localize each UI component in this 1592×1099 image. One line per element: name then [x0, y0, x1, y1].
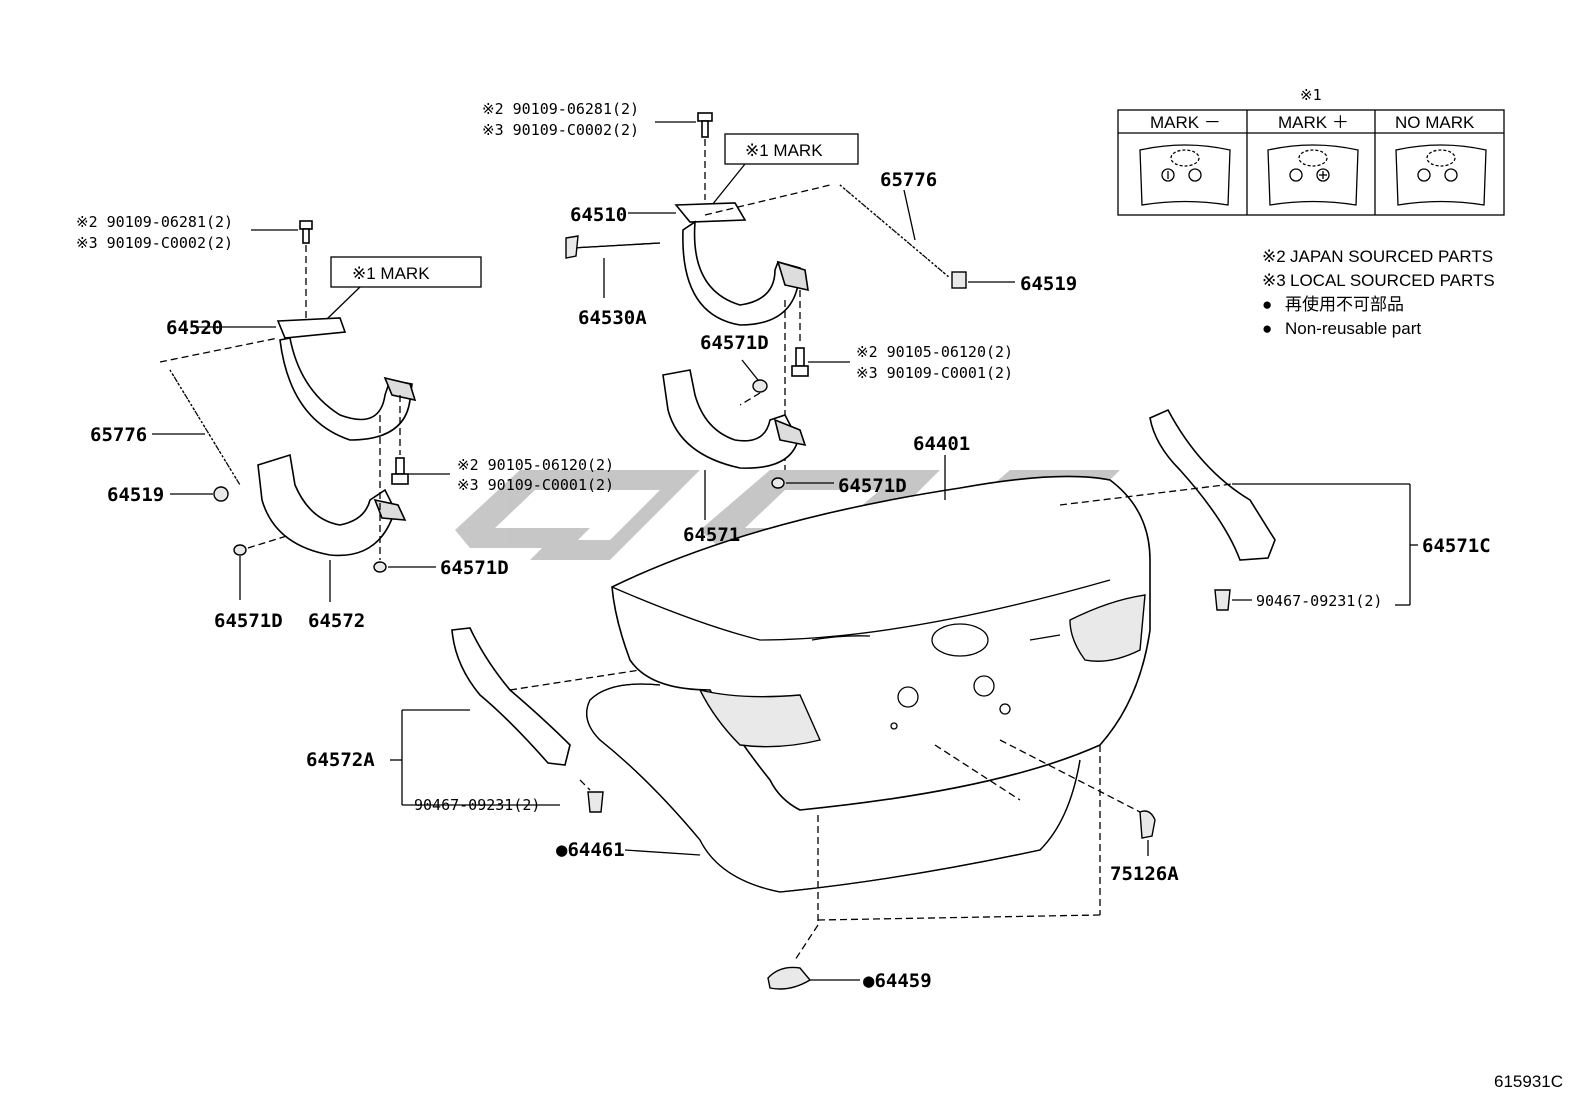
bracket-64571 [662, 369, 807, 469]
clip-icon [1214, 589, 1231, 611]
label-bolt-mid-left-local: ※3 90109-C0001(2) [457, 476, 614, 494]
mark-legend-table: ※1 MARK － MARK ＋ NO MARK [1117, 86, 1505, 216]
trunk-lid-64401 [611, 455, 1151, 811]
label-64572: 64572 [308, 610, 365, 632]
label-clip-left: 90467-09231(2) [414, 796, 540, 814]
garnish-64572A [390, 627, 641, 813]
clip-icon [233, 544, 247, 556]
legend-col-minus: MARK － [1150, 113, 1221, 132]
label-bolt-top-japan: ※2 90109-06281(2) [482, 100, 639, 118]
label-64519-right: 64519 [1020, 273, 1077, 295]
label-64572A: 64572A [306, 749, 375, 771]
label-64571: 64571 [683, 524, 740, 546]
bracket-64572 [257, 453, 407, 557]
figure-id: 615931C [1494, 1072, 1563, 1091]
clip-icon [771, 477, 785, 489]
spring-65776-right [839, 184, 951, 279]
note-nonreuse-jp-mark: ● [1262, 295, 1272, 314]
legend-col-none: NO MARK [1395, 113, 1475, 132]
weatherstrip-64461 [586, 683, 1081, 893]
label-bolt-top-local: ※3 90109-C0002(2) [482, 121, 639, 139]
label-64571D-a: 64571D [214, 610, 283, 632]
nut-icon [213, 486, 229, 502]
clip-icon [373, 561, 387, 573]
mark-box-center-label: ※1 MARK [745, 141, 823, 160]
label-64571D-c: 64571D [700, 332, 769, 354]
bumper-75126A [999, 739, 1156, 856]
clip-icon [752, 379, 768, 393]
nut-icon [951, 271, 967, 289]
legend-notes: ※2 JAPAN SOURCED PARTS ※3 LOCAL SOURCED … [1262, 247, 1495, 338]
label-64461: ●64461 [556, 839, 625, 861]
spring-65776-left [169, 369, 241, 486]
label-65776-right: 65776 [880, 169, 937, 191]
label-64571D-d: 64571D [838, 475, 907, 497]
legend-note-ref: ※1 [1300, 86, 1322, 104]
label-64459: ●64459 [863, 970, 932, 992]
note-local-mark: ※3 [1262, 271, 1286, 290]
mark-plus-icon [1267, 144, 1359, 206]
label-64510: 64510 [570, 204, 627, 226]
note-local-text: LOCAL SOURCED PARTS [1290, 271, 1495, 290]
mark-box-left-label: ※1 MARK [352, 264, 430, 283]
label-bolt-left-japan: ※2 90109-06281(2) [76, 213, 233, 231]
mark-box-center [724, 133, 859, 165]
mark-box-left [330, 256, 482, 288]
label-75126A: 75126A [1110, 863, 1179, 885]
part-labels: ※2 90109-06281(2) ※3 90109-C0002(2) 6452… [76, 100, 1563, 1091]
mark-minus-icon [1139, 144, 1231, 206]
grommet-64459 [767, 966, 860, 990]
note-nonreuse-en-text: Non-reusable part [1285, 319, 1421, 338]
label-64519-left: 64519 [107, 484, 164, 506]
bolt-icon [697, 112, 713, 138]
label-64571D-b: 64571D [440, 557, 509, 579]
label-clip-right: 90467-09231(2) [1256, 592, 1382, 610]
label-64571C: 64571C [1422, 535, 1491, 557]
label-64520: 64520 [166, 317, 223, 339]
note-japan-text: JAPAN SOURCED PARTS [1290, 247, 1493, 266]
bolt-icon [391, 457, 409, 485]
hinge-arm-64510 [674, 202, 809, 326]
note-japan-mark: ※2 [1262, 247, 1286, 266]
label-bolt-left-local: ※3 90109-C0002(2) [76, 234, 233, 252]
bolt-icon [791, 347, 809, 377]
torsion-rod-64530A [565, 235, 661, 259]
note-nonreuse-jp-text: 再使用不可部品 [1285, 294, 1404, 314]
clip-icon [587, 791, 604, 813]
left-hinge-group: ※1 MARK [152, 220, 482, 602]
label-65776-left: 65776 [90, 424, 147, 446]
label-bolt-mid-left-japan: ※2 90105-06120(2) [457, 456, 614, 474]
center-hinge-group: ※1 MARK [565, 112, 1015, 520]
label-bolt-mid-right-local: ※3 90109-C0001(2) [856, 364, 1013, 382]
legend-col-plus: MARK ＋ [1278, 113, 1349, 132]
label-64530A: 64530A [578, 307, 647, 329]
label-64401: 64401 [913, 433, 970, 455]
hinge-arm-64520 [276, 317, 417, 441]
note-nonreuse-en-mark: ● [1262, 319, 1272, 338]
bolt-icon [299, 220, 313, 244]
label-bolt-mid-right-japan: ※2 90105-06120(2) [856, 343, 1013, 361]
no-mark-icon [1395, 144, 1487, 206]
garnish-64571C [1059, 408, 1418, 611]
